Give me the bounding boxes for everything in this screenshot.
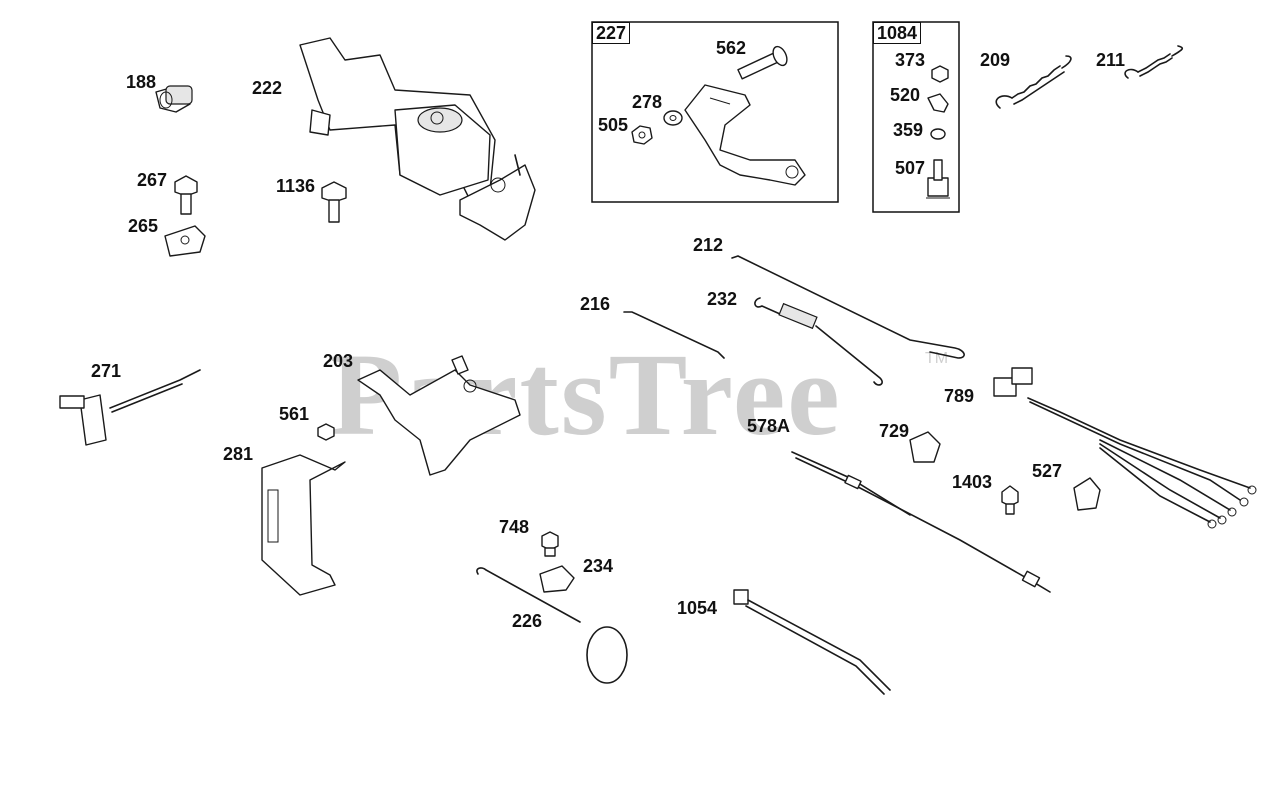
label-1403: 1403 xyxy=(952,472,993,492)
part-216-rod[interactable] xyxy=(623,311,725,359)
label-271: 271 xyxy=(91,361,122,381)
box-1084-tag: 1084 xyxy=(873,22,922,44)
part-562-pin[interactable] xyxy=(737,44,790,80)
label-520: 520 xyxy=(890,85,921,105)
label-748: 748 xyxy=(499,517,530,537)
box-227-tag: 227 xyxy=(592,22,631,44)
part-1054-cable-tie[interactable] xyxy=(733,589,891,695)
label-507: 507 xyxy=(895,158,926,178)
part-527-clip[interactable] xyxy=(1073,477,1101,511)
label-281: 281 xyxy=(223,444,254,464)
label-212: 212 xyxy=(693,235,724,255)
label-561: 561 xyxy=(279,404,310,424)
label-1054: 1054 xyxy=(677,598,718,618)
part-505-nut[interactable] xyxy=(631,125,653,145)
label-729: 729 xyxy=(879,421,910,441)
part-561-nut[interactable] xyxy=(317,423,335,441)
part-271-throttle-control[interactable] xyxy=(59,369,201,446)
part-265-clip[interactable] xyxy=(164,225,206,257)
part-188-nut[interactable] xyxy=(155,85,193,113)
label-226: 226 xyxy=(512,611,543,631)
part-226-rod[interactable] xyxy=(476,567,628,684)
part-748-bolt[interactable] xyxy=(541,531,559,557)
label-373: 373 xyxy=(895,50,926,70)
label-578a: 578A xyxy=(747,416,791,436)
part-212-rod[interactable] xyxy=(731,255,965,359)
part-359-washer[interactable] xyxy=(930,128,946,140)
part-789-wire-harness[interactable] xyxy=(993,367,1257,529)
box-227-frame xyxy=(591,21,839,203)
label-222: 222 xyxy=(252,78,283,98)
label-1136: 1136 xyxy=(276,176,316,196)
part-373-nut[interactable] xyxy=(931,65,949,83)
part-234-clip[interactable] xyxy=(539,565,575,593)
label-278: 278 xyxy=(632,92,663,112)
label-789: 789 xyxy=(944,386,975,406)
part-281-bracket[interactable] xyxy=(261,454,346,596)
part-267-bolt[interactable] xyxy=(174,175,198,215)
label-203: 203 xyxy=(323,351,354,371)
label-216: 216 xyxy=(580,294,611,314)
label-211: 211 xyxy=(1096,50,1126,70)
label-188: 188 xyxy=(126,72,157,92)
part-729-connector[interactable] xyxy=(909,431,941,463)
part-232-spring-rod[interactable] xyxy=(754,297,883,386)
label-232: 232 xyxy=(707,289,738,309)
part-278-washer[interactable] xyxy=(663,110,683,126)
label-265: 265 xyxy=(128,216,159,236)
part-1136-bolt[interactable] xyxy=(321,181,347,223)
part-227-lever[interactable] xyxy=(684,84,806,186)
part-222-control-bracket[interactable] xyxy=(299,37,536,241)
part-1403-bolt[interactable] xyxy=(1001,485,1019,515)
label-267: 267 xyxy=(137,170,168,190)
label-505: 505 xyxy=(598,115,629,135)
part-211-spring[interactable] xyxy=(1124,45,1184,79)
label-359: 359 xyxy=(893,120,924,140)
label-562: 562 xyxy=(716,38,747,58)
label-527: 527 xyxy=(1032,461,1063,481)
label-234: 234 xyxy=(583,556,614,576)
label-209: 209 xyxy=(980,50,1011,70)
part-578a-wire[interactable] xyxy=(791,451,1051,593)
part-209-spring[interactable] xyxy=(995,55,1072,109)
part-507-switch[interactable] xyxy=(926,159,950,199)
part-520-clip[interactable] xyxy=(927,93,949,113)
part-203-bracket[interactable] xyxy=(357,355,521,476)
